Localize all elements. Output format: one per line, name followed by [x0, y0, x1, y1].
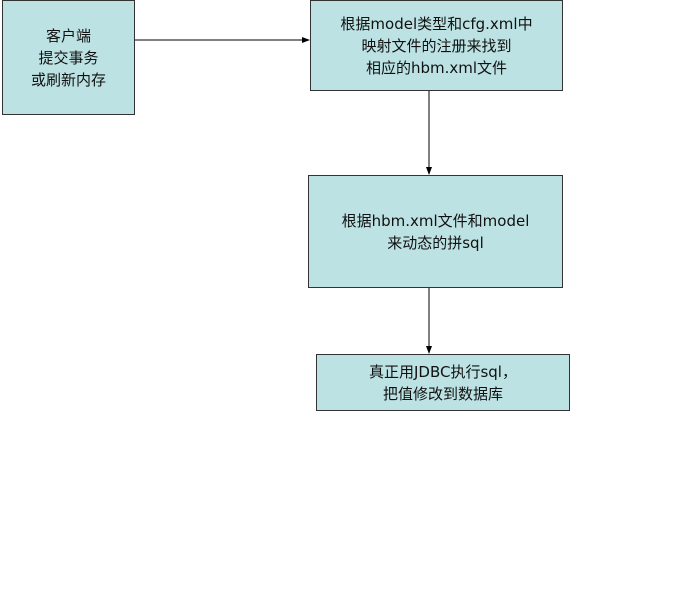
- node-text: 提交事务: [38, 48, 99, 67]
- node-text: 客户端: [45, 26, 91, 45]
- node-text: 相应的hbm.xml文件: [365, 58, 508, 77]
- node-text: 真正用JDBC执行sql，: [369, 362, 517, 381]
- node-execute-jdbc: 真正用JDBC执行sql， 把值修改到数据库: [316, 354, 570, 411]
- node-text: 根据hbm.xml文件和model: [341, 211, 530, 230]
- node-text: 把值修改到数据库: [382, 384, 503, 403]
- node-text: 映射文件的注册来找到: [361, 36, 512, 55]
- node-build-sql: 根据hbm.xml文件和model 来动态的拼sql: [308, 175, 563, 288]
- node-text: 来动态的拼sql: [387, 233, 484, 252]
- node-text: 根据model类型和cfg.xml中: [340, 14, 533, 33]
- node-client-commit: 客户端提交事务或刷新内存: [2, 0, 135, 115]
- node-lookup-hbm: 根据model类型和cfg.xml中映射文件的注册来找到相应的hbm.xml文件: [310, 0, 563, 91]
- node-text: 或刷新内存: [30, 70, 106, 89]
